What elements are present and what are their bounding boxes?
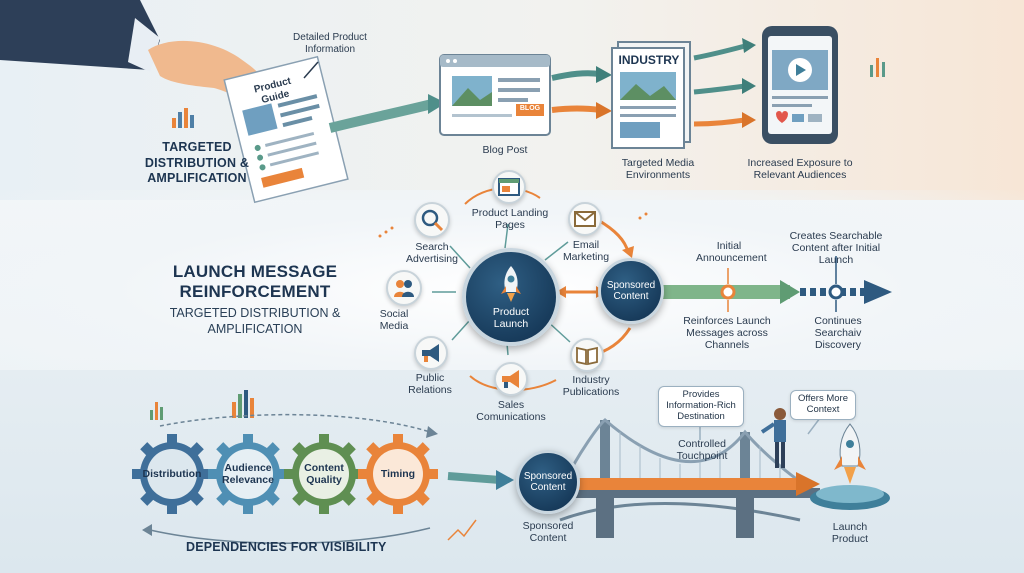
dependencies-title: DEPENDENCIES FOR VISIBILITY xyxy=(186,540,387,554)
gear-distribution: Distribution xyxy=(130,432,214,516)
blog-badge: BLOG xyxy=(519,105,541,112)
gear-icon xyxy=(358,434,438,514)
gear-audience-relevance: Audience Relevance xyxy=(206,432,290,516)
arrow-blog-to-industry-2 xyxy=(551,105,601,113)
megaphone-icon xyxy=(422,344,439,362)
middle-flow-svg xyxy=(378,187,892,391)
gear-distribution-label: Distribution xyxy=(142,467,202,480)
mini-bar-chart-bottom-left xyxy=(150,390,254,420)
top-decor-svg xyxy=(0,0,885,204)
arrow-industry-to-phone-3 xyxy=(693,117,746,127)
offers-more-context-callout: Offers More Context xyxy=(790,390,856,420)
gear-icon xyxy=(284,434,364,514)
callout-pointer xyxy=(303,61,319,79)
arrow-industry-to-phone-2 xyxy=(693,83,746,95)
launch-rocket xyxy=(834,423,866,484)
arrow-guide-to-blog xyxy=(328,99,434,133)
browser-icon xyxy=(498,178,520,196)
reinforces-messages-label: Reinforces Launch Messages across Channe… xyxy=(683,315,771,352)
product-launch-hub: Product Launch xyxy=(462,248,560,346)
mini-bar-chart-left xyxy=(172,108,194,128)
gear-audience-relevance-label: Audience Relevance xyxy=(222,461,274,486)
gear-content-quality: Content Quality xyxy=(282,432,366,516)
sponsored-content-label: Sponsored Content xyxy=(606,279,656,303)
launch-product-label: Launch Product xyxy=(831,521,869,546)
landing-pages-label: Product Landing Pages xyxy=(471,207,549,232)
targeted-media-label: Targeted Media Environments xyxy=(621,157,695,182)
product-launch-label: Product Launch xyxy=(492,305,530,330)
sales-communications-node xyxy=(494,362,528,396)
rocket-icon xyxy=(501,265,521,302)
email-marketing-label: Email Marketing xyxy=(562,239,610,264)
product-guide-doc xyxy=(223,55,349,204)
search-advertising-node xyxy=(414,202,450,238)
envelope-icon xyxy=(574,211,596,227)
phone-device xyxy=(762,26,838,144)
landing-pages-node xyxy=(492,170,526,204)
gear-cycle-arc-top xyxy=(159,413,431,433)
gears-to-sponsored-arrow xyxy=(447,472,501,484)
gear-icon xyxy=(208,434,288,514)
gear-timing-label: Timing xyxy=(380,467,416,480)
bottom-decor-svg xyxy=(142,390,890,544)
search-icon xyxy=(421,209,444,232)
gear-icon xyxy=(132,434,212,514)
public-relations-label: Public Relations xyxy=(408,372,452,397)
industry-header: INDUSTRY xyxy=(618,53,680,67)
timeline-marker-continues xyxy=(828,284,844,300)
gear-timing: Timing xyxy=(356,432,440,516)
continues-discovery-label: Continues Searchaiv Discovery xyxy=(814,315,862,352)
arrow-blog-to-industry-1 xyxy=(551,70,601,81)
sponsored-bubble-label: Sponsored Content xyxy=(523,470,573,494)
blog-post-label: Blog Post xyxy=(482,144,528,156)
person-figure xyxy=(760,408,786,468)
decor-dots xyxy=(378,212,648,238)
gear-content-quality-label: Content Quality xyxy=(304,461,344,486)
initial-announcement-label: Initial Announcement xyxy=(696,240,767,265)
mini-bar-chart-right xyxy=(870,58,885,77)
creates-searchable-label: Creates Searchable Content after Initial… xyxy=(789,230,883,267)
callout-detailed-product-information: Detailed Product Information xyxy=(293,32,367,55)
launch-message-title: LAUNCH MESSAGE REINFORCEMENT xyxy=(172,262,338,302)
search-advertising-label: Search Advertising xyxy=(406,241,458,266)
sponsored-content-bubble: Sponsored Content xyxy=(516,450,580,514)
blog-post-window xyxy=(439,54,551,136)
sales-communications-label: Sales Comunications xyxy=(476,399,546,424)
trend-spark xyxy=(447,519,477,541)
increased-exposure-label: Increased Exposure to Relevant Audiences xyxy=(747,157,853,182)
timeline-marker-initial xyxy=(720,284,736,300)
controlled-touchpoint-label: Controlled Touchpoint xyxy=(676,438,728,463)
social-media-node xyxy=(386,270,422,306)
bridge-arch xyxy=(559,502,801,522)
people-icon xyxy=(394,280,414,297)
arrow-industry-to-phone-1 xyxy=(693,43,746,61)
public-relations-node xyxy=(414,336,448,370)
suit-sleeve xyxy=(0,0,160,70)
email-marketing-node xyxy=(568,202,602,236)
provides-destination-callout: Provides Information-Rich Destination xyxy=(658,386,744,427)
sponsored-content-caption: Sponsored Content xyxy=(522,520,574,545)
social-media-label: Social Media xyxy=(379,308,409,333)
top-left-title: TARGETED DISTRIBUTION & AMPLIFICATION xyxy=(144,140,250,186)
industry-publications-label: Industry Publications xyxy=(562,374,620,399)
industry-publications-node xyxy=(570,338,604,372)
gear-cycle-arc-bottom xyxy=(149,527,431,544)
book-icon xyxy=(576,346,598,366)
sponsored-content-node: Sponsored Content xyxy=(598,258,664,324)
industry-magazine xyxy=(611,41,691,149)
launch-message-subtitle: TARGETED DISTRIBUTION & AMPLIFICATION xyxy=(169,306,341,336)
megaphone-icon-sales xyxy=(502,370,519,388)
